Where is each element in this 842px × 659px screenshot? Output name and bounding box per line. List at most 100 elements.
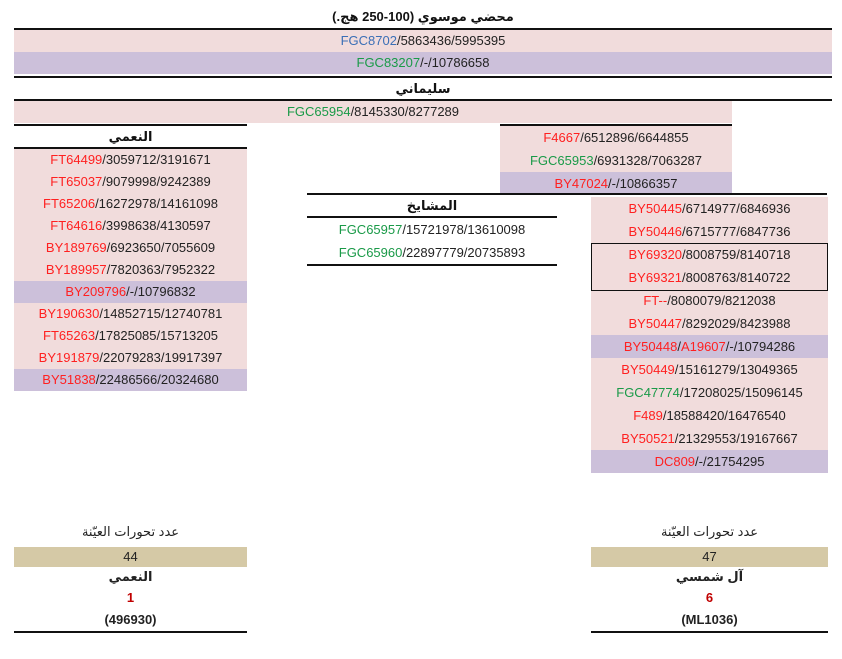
position-text: /3998638/4130597 bbox=[102, 218, 211, 233]
page-title: محضي موسوي (100-250 هج.) bbox=[14, 6, 832, 28]
sulaimani-divider bbox=[14, 76, 832, 78]
table-row: BY50447/8292029/8423988 bbox=[591, 312, 828, 335]
right-upper-divider bbox=[500, 124, 732, 126]
position-text: /-/10786658 bbox=[420, 55, 490, 70]
position-text: /8008759/8140718 bbox=[682, 247, 791, 262]
position-text: /14852715/12740781 bbox=[99, 306, 223, 321]
stats-right-bottom-line bbox=[591, 631, 828, 633]
table-row: BY69320/8008759/8140718 bbox=[591, 243, 828, 266]
snp-name: FT-- bbox=[643, 293, 668, 308]
table-row: BY50521/21329553/19167667 bbox=[591, 427, 828, 450]
snp-name: BY191879 bbox=[38, 350, 100, 365]
snp-name: A19607 bbox=[680, 339, 726, 354]
table-row: BY50446/6715777/6847736 bbox=[591, 220, 828, 243]
snp-name: BY50446 bbox=[628, 224, 683, 239]
table-row: BY50445/6714977/6846936 bbox=[591, 197, 828, 220]
position-text: /22897779/20735893 bbox=[402, 245, 526, 260]
position-text: /16272978/14161098 bbox=[95, 196, 218, 211]
stats-left-bottom-line bbox=[14, 631, 247, 633]
position-text: /9079998/9242389 bbox=[102, 174, 211, 189]
table-row: FT65263/17825085/15713205 bbox=[14, 325, 247, 347]
snp-name: DC809 bbox=[654, 454, 696, 469]
table-row: BY189957/7820363/7952322 bbox=[14, 259, 247, 281]
snp-name: BY51838 bbox=[42, 372, 96, 387]
table-row: FT65206/16272978/14161098 bbox=[14, 193, 247, 215]
position-text: /3059712/3191671 bbox=[102, 152, 211, 167]
position-text: /-/10794286 bbox=[725, 339, 796, 354]
stats-left-name: النعمي bbox=[108, 569, 153, 584]
table-row: BY209796/-/10796832 bbox=[14, 281, 247, 303]
table-row: FT64616/3998638/4130597 bbox=[14, 215, 247, 237]
stats-right-name: آل شمسي bbox=[675, 569, 744, 584]
sulaimani-row: FGC65954/8145330/8277289 bbox=[14, 101, 732, 123]
position-text: /18588420/16476540 bbox=[662, 408, 786, 423]
snp-name: BY50449 bbox=[621, 362, 675, 377]
stats-right-number: 6 bbox=[705, 590, 714, 605]
snp-name: BY69321 bbox=[628, 270, 683, 285]
table-row: BY69321/8008763/8140722 bbox=[591, 266, 828, 289]
position-text: /8080079/8212038 bbox=[667, 293, 776, 308]
snp-name: BY50521 bbox=[621, 431, 675, 446]
position-text: /6923650/7055609 bbox=[106, 240, 216, 255]
stats-right-label: عدد تحورات العيّنة bbox=[660, 524, 759, 539]
table-row: FGC47774/17208025/15096145 bbox=[591, 381, 828, 404]
title-underline bbox=[14, 28, 832, 30]
table-row: BY189769/6923650/7055609 bbox=[14, 237, 247, 259]
snp-name: FGC65953 bbox=[529, 153, 594, 168]
snp-name: FT65037 bbox=[50, 174, 103, 189]
snp-name: BY189769 bbox=[45, 240, 107, 255]
table-row: FT--/8080079/8212038 bbox=[591, 289, 828, 312]
table-row: BY47024/-/10866357 bbox=[500, 172, 732, 195]
table-row: DC809/-/21754295 bbox=[591, 450, 828, 473]
table-row: BY51838/22486566/20324680 bbox=[14, 369, 247, 391]
position-text: /17825085/15713205 bbox=[95, 328, 218, 343]
stats-right-code: (ML1036) bbox=[681, 612, 738, 627]
table-row: BY50448/A19607/-/10794286 bbox=[591, 335, 828, 358]
naimi-underline bbox=[14, 147, 247, 149]
stats-left-code: (496930) bbox=[104, 612, 157, 627]
snp-name: BY69320 bbox=[628, 247, 683, 262]
table-row: BY191879/22079283/19917397 bbox=[14, 347, 247, 369]
position-text: / bbox=[677, 339, 681, 354]
snp-name: FGC83207 bbox=[356, 55, 421, 70]
position-text: /5863436/5995395 bbox=[396, 33, 506, 48]
naimi-divider bbox=[14, 124, 247, 126]
mashayekh-header: المشايخ bbox=[307, 195, 557, 217]
table-row: F489/18588420/16476540 bbox=[591, 404, 828, 427]
snp-name: BY50448 bbox=[623, 339, 678, 354]
position-text: /6715777/6847736 bbox=[682, 224, 791, 239]
position-text: /8292029/8423988 bbox=[682, 316, 791, 331]
snp-name: F489 bbox=[633, 408, 663, 423]
position-text: /21329553/19167667 bbox=[674, 431, 798, 446]
position-text: /15721978/13610098 bbox=[402, 222, 526, 237]
snp-name: FGC65954 bbox=[286, 104, 351, 119]
stats-right-count: 47 bbox=[591, 547, 828, 567]
table-row: FGC65960/22897779/20735893 bbox=[307, 241, 557, 264]
top-row: FGC8702/5863436/5995395 bbox=[14, 30, 832, 52]
table-row: BY190630/14852715/12740781 bbox=[14, 303, 247, 325]
stats-left: عدد تحورات العيّنة 44 النعمي 1 (496930) bbox=[14, 521, 247, 633]
position-text: /-/21754295 bbox=[695, 454, 765, 469]
table-row: BY50449/15161279/13049365 bbox=[591, 358, 828, 381]
snp-name: FT64499 bbox=[50, 152, 103, 167]
snp-name: BY209796 bbox=[65, 284, 127, 299]
position-text: /8008763/8140722 bbox=[682, 270, 791, 285]
snp-name: BY50445 bbox=[628, 201, 683, 216]
position-text: /6931328/7063287 bbox=[593, 153, 703, 168]
snp-name: FT64616 bbox=[50, 218, 103, 233]
snp-name: BY189957 bbox=[45, 262, 107, 277]
highlight-box bbox=[591, 243, 828, 291]
snp-name: F4667 bbox=[543, 130, 581, 145]
table-row: FT64499/3059712/3191671 bbox=[14, 149, 247, 171]
snp-name: FT65263 bbox=[43, 328, 96, 343]
position-text: /-/10866357 bbox=[608, 176, 678, 191]
table-row: FGC65953/6931328/7063287 bbox=[500, 149, 732, 172]
stats-left-count: 44 bbox=[14, 547, 247, 567]
stats-left-number: 1 bbox=[126, 590, 135, 605]
position-text: /15161279/13049365 bbox=[674, 362, 798, 377]
position-text: /6512896/6644855 bbox=[580, 130, 689, 145]
snp-name: FGC47774 bbox=[616, 385, 680, 400]
mashayekh-underline bbox=[307, 216, 557, 218]
snp-name: FGC65960 bbox=[338, 245, 403, 260]
snp-name: BY47024 bbox=[554, 176, 609, 191]
